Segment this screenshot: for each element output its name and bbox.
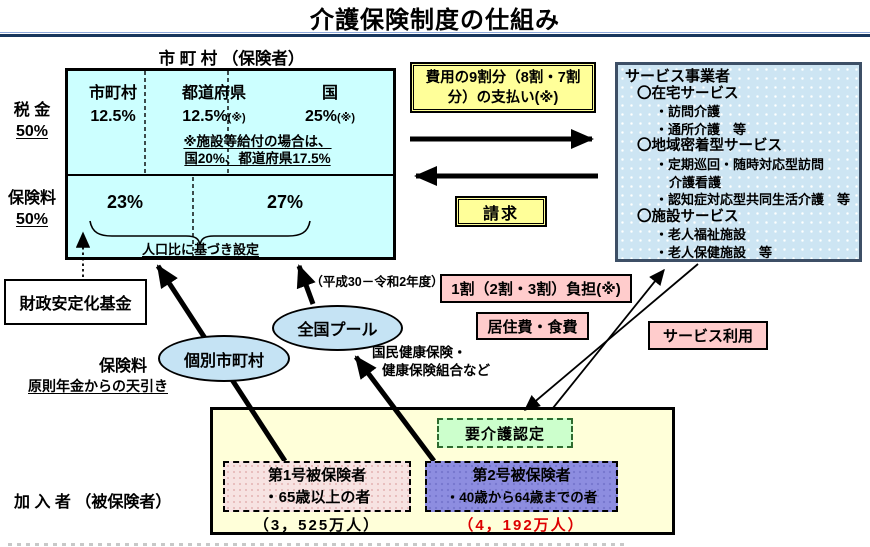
provider-title: サービス事業者 xyxy=(625,68,731,85)
column-todofuken: 都道府県 12.5%(※) xyxy=(158,82,270,130)
premium-note-title: 保険料 xyxy=(98,358,147,375)
premium-side-label: 保険料 50% xyxy=(0,188,64,230)
premium-label: 保険料 xyxy=(7,190,56,207)
individual-municipality-ellipse: 個別市町村 xyxy=(158,335,290,382)
no1-desc: ・65歳以上の者 xyxy=(263,488,371,506)
no2-insured-box: 第2号被保険者 ・40歳から64歳までの者 xyxy=(425,461,618,512)
column-value: 25%(※) xyxy=(304,108,356,125)
no1-insured-box: 第1号被保険者 ・65歳以上の者 xyxy=(223,461,411,512)
service-provider-box: サービス事業者 〇在宅サービス ・訪問介護 ・通所介護 等 〇地域密着型サービス… xyxy=(615,62,862,262)
title-rule-light xyxy=(0,32,870,33)
period-note: （平成30－令和2年度） xyxy=(310,275,444,289)
clipped-footnote xyxy=(8,543,628,546)
page-title: 介護保険制度の仕組み xyxy=(310,7,560,34)
column-shichoson: 市町村 12.5% xyxy=(72,82,154,130)
stabilization-fund-box: 財政安定化基金 xyxy=(4,279,147,325)
insured-label: 加 入 者 （被保険者） xyxy=(14,494,172,511)
column-name: 国 xyxy=(321,85,338,102)
provider-item: ・定期巡回・随時対応型訪問 xyxy=(655,156,825,172)
column-kuni: 国 25%(※) xyxy=(278,82,382,130)
title-rule xyxy=(0,34,870,37)
health-insurance-note: 国民健康保険・ 健康保険組合など xyxy=(372,344,522,380)
provider-item: ・認知症対応型共同生活介護 等 xyxy=(655,192,851,208)
column-value: 12.5% xyxy=(90,108,136,125)
provider-item: ・老人保健施設 等 xyxy=(655,244,773,260)
premium-share-27: 27% xyxy=(266,192,304,212)
tax-side-label: 税 金 50% xyxy=(2,100,62,142)
billing-box: 請求 xyxy=(455,196,547,227)
provider-item: ・老人福祉施設 xyxy=(655,227,747,243)
no2-count: （4，192万人） xyxy=(458,517,585,534)
burden-box: 1割（2割・3割）負担(※) xyxy=(440,274,632,303)
premium-share-23: 23% xyxy=(106,192,144,212)
payment-box: 費用の9割分（8割・7割分）の支払い(※) xyxy=(410,62,596,113)
population-note: 人口比に基づき設定 xyxy=(141,242,259,257)
certification-box: 要介護認定 xyxy=(437,418,573,448)
provider-item: ・訪問介護 xyxy=(655,104,721,120)
provider-item: 〇在宅サービス xyxy=(637,85,739,102)
no2-desc: ・40歳から64歳までの者 xyxy=(445,489,598,505)
provider-item: ・通所介護 等 xyxy=(655,121,747,137)
facility-benefit-note: ※施設等給付の場合は、 国20%、都道府県17.5% xyxy=(130,133,385,167)
provider-item: 〇施設サービス xyxy=(637,208,739,225)
pension-deduction-note: 原則年金からの天引き xyxy=(28,378,168,394)
no1-title: 第1号被保険者 xyxy=(267,466,367,484)
national-pool-ellipse: 全国プール xyxy=(272,305,403,351)
tax-pct: 50% xyxy=(15,123,49,140)
no2-title: 第2号被保険者 xyxy=(472,466,571,484)
provider-item: 〇地域密着型サービス xyxy=(637,138,782,155)
column-name: 都道府県 xyxy=(181,85,246,102)
column-value: 12.5%(※) xyxy=(182,108,246,125)
service-use-box: サービス利用 xyxy=(648,321,768,350)
provider-item: 介護看護 xyxy=(669,174,722,190)
column-name: 市町村 xyxy=(88,85,137,102)
facility-note-line1: ※施設等給付の場合は、 xyxy=(183,134,332,149)
tax-label: 税 金 xyxy=(13,102,51,119)
facility-note-line2: 国20%、都道府県17.5% xyxy=(184,151,331,166)
health-insurance-note-line1: 国民健康保険・ xyxy=(372,345,467,360)
residence-cost-box: 居住費・食費 xyxy=(476,312,589,340)
premium-pct: 50% xyxy=(15,211,49,228)
no1-count: （3，525万人） xyxy=(253,517,381,534)
municipality-header: 市 町 村 （保険者） xyxy=(158,50,305,68)
health-insurance-note-line2: 健康保険組合など xyxy=(382,363,490,378)
